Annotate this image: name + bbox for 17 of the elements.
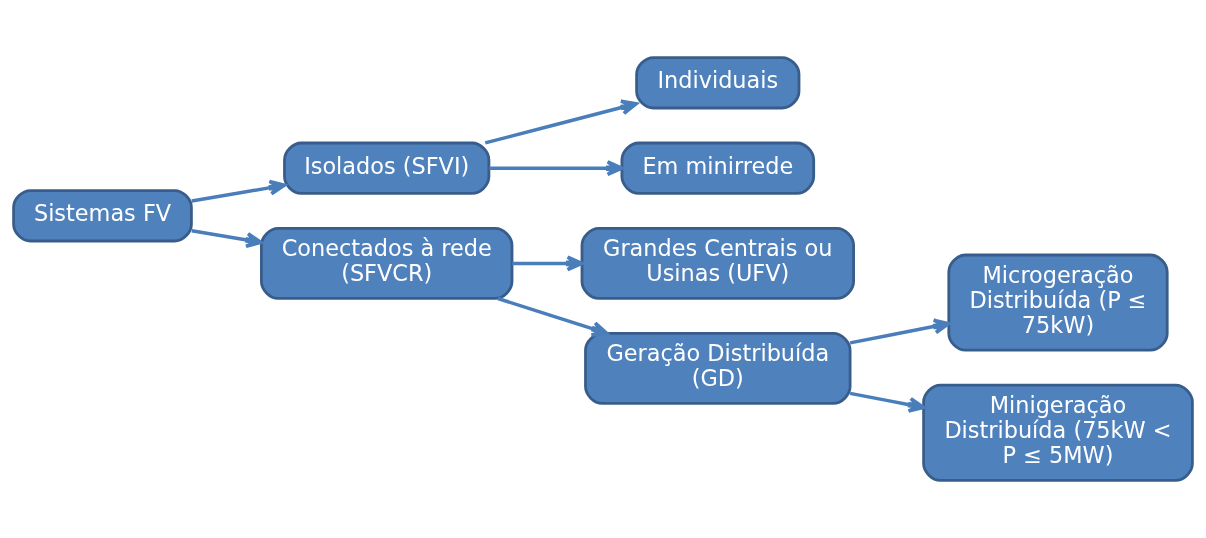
node-box: Sistemas FV: [12, 189, 193, 243]
arrow: [489, 160, 624, 177]
node-box: Grandes Centrais ou Usinas (UFV): [580, 227, 855, 300]
arrow: [484, 99, 638, 145]
arrow: [849, 318, 951, 345]
node-box: Em minirrede: [620, 141, 816, 195]
node-box: Individuais: [635, 56, 801, 110]
arrow: [497, 296, 609, 337]
node-box: Geração Distribuída (GD): [584, 332, 852, 405]
arrow: [512, 255, 584, 272]
arrow: [191, 179, 287, 203]
arrow: [849, 391, 926, 413]
node-box: Minigeração Distribuída (75kW < P ≤ 5MW): [922, 383, 1194, 482]
node-box: Isolados (SFVI): [283, 141, 491, 195]
node-box: Microgeração Distribuída (P ≤ 75kW): [947, 253, 1169, 352]
node-box: Conectados à rede (SFVCR): [260, 227, 514, 300]
arrow: [191, 228, 263, 248]
